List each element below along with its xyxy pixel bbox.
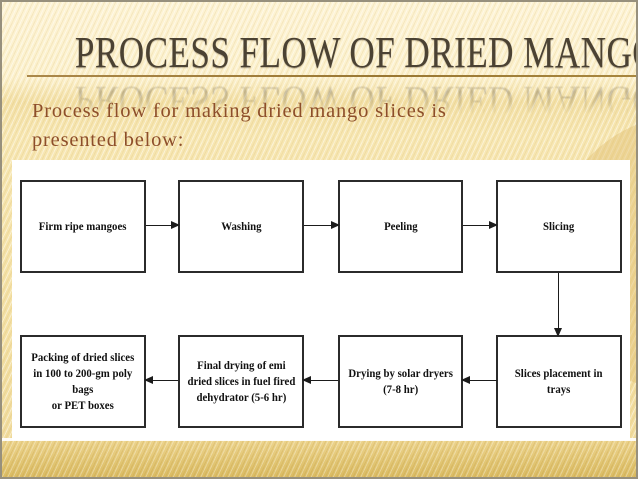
arrow-right-icon: [463, 220, 498, 229]
title-underline: [27, 75, 636, 77]
flow-box-washing: Washing: [178, 180, 304, 273]
arrow-left-icon: [461, 375, 497, 384]
flow-box-label: Washing: [220, 220, 262, 233]
flow-box-label: Final drying of emi dried slices in fuel…: [187, 359, 295, 404]
flowchart-panel: Firm ripe mangoes Washing Peeling Slicin…: [12, 160, 630, 440]
flow-box-label: Firm ripe mangoes: [39, 220, 127, 233]
arrow-left-icon: [302, 375, 338, 384]
flow-box-label: Packing of dried slices in 100 to 200-gm…: [31, 351, 135, 412]
flow-box-firm-ripe-mangoes: Firm ripe mangoes: [20, 180, 146, 273]
flow-box-label: Slices placement in trays: [515, 367, 603, 396]
bottom-gold-band: [2, 438, 636, 477]
flow-box-label: Slicing: [543, 220, 575, 233]
page-title: PROCESS FLOW OF DRIED MANGO: [2, 30, 636, 76]
flow-box-slices-placement: Slices placement in trays: [496, 335, 622, 428]
flow-box-slicing: Slicing: [496, 180, 622, 273]
arrow-right-icon: [304, 220, 340, 229]
page-title-text: PROCESS FLOW OF DRIED MANGO: [74, 28, 638, 77]
arrow-right-icon: [146, 220, 180, 229]
flow-box-final-drying: Final drying of emi dried slices in fuel…: [178, 335, 304, 428]
subtitle-text: Process flow for making dried mango slic…: [32, 100, 447, 151]
flow-box-packing: Packing of dried slices in 100 to 200-gm…: [20, 335, 146, 428]
flow-box-label: Peeling: [383, 220, 418, 233]
arrow-left-icon: [144, 375, 178, 384]
arrow-down-icon: [553, 273, 562, 337]
flow-box-solar-drying: Drying by solar dryers (7-8 hr): [338, 335, 463, 428]
flow-box-peeling: Peeling: [338, 180, 463, 273]
flow-box-label: Drying by solar dryers (7-8 hr): [348, 367, 453, 396]
